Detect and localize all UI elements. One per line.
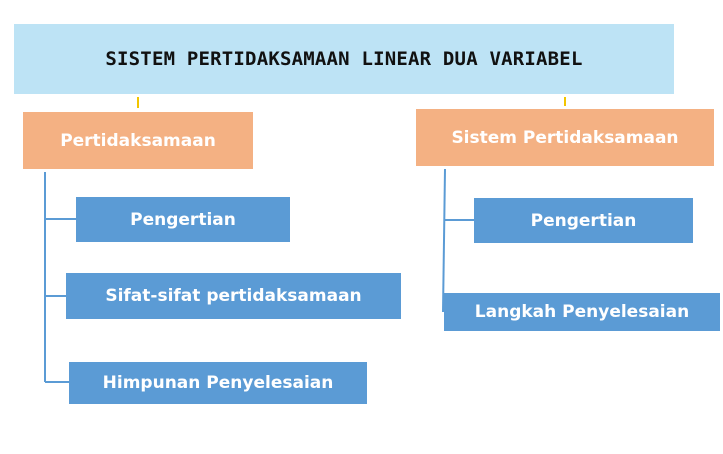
node-pengertian-right: Pengertian (474, 198, 693, 243)
node-himpunan-penyelesaian: Himpunan Penyelesaian (69, 362, 367, 404)
node-sifat-sifat: Sifat-sifat pertidaksamaan (66, 273, 401, 319)
node-pengertian-left: Pengertian (76, 197, 290, 242)
diagram-title: SISTEM PERTIDAKSAMAAN LINEAR DUA VARIABE… (14, 24, 674, 94)
branch-pertidaksamaan: Pertidaksamaan (23, 112, 253, 169)
right-trunk (442, 168, 446, 313)
node-langkah-penyelesaian: Langkah Penyelesaian (444, 293, 720, 331)
branch-sistem-pertidaksamaan: Sistem Pertidaksamaan (416, 109, 714, 166)
